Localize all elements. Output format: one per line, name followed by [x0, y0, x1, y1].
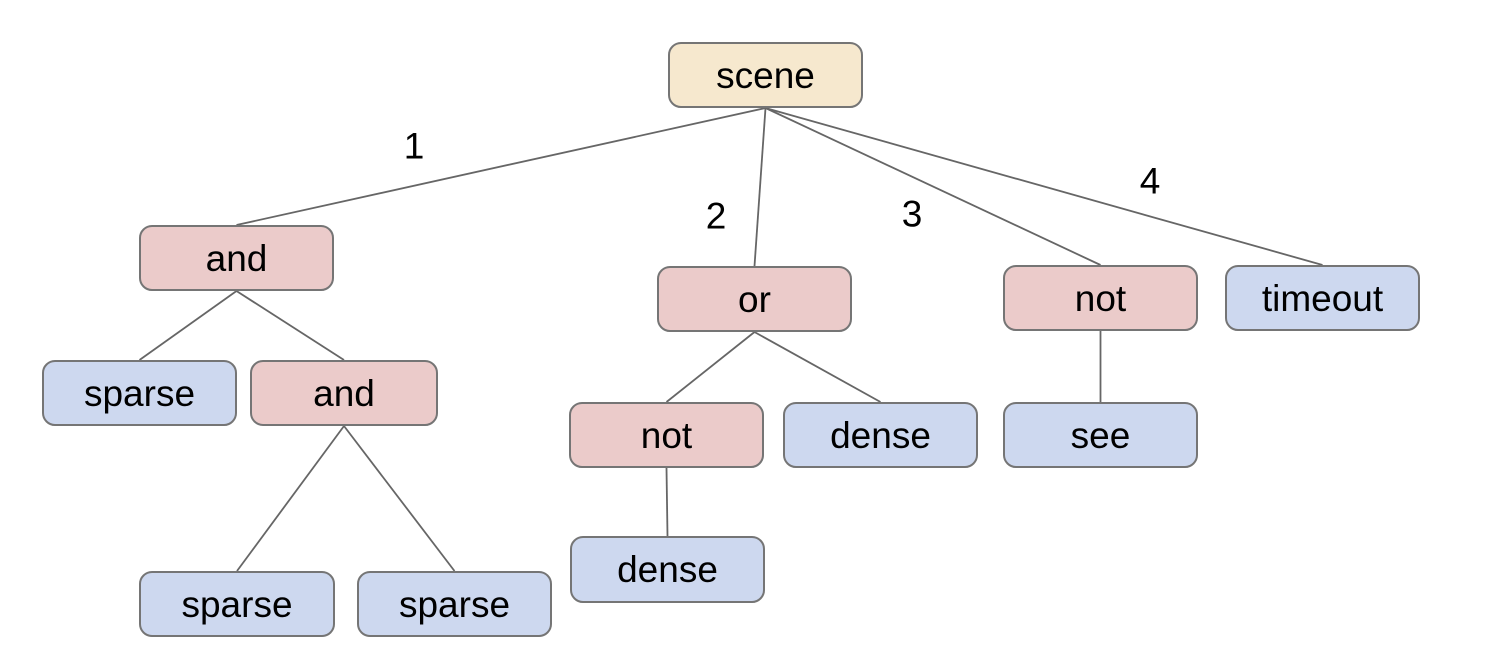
- edge-and2-sparse3: [343, 425, 456, 572]
- edge-label-3: 3: [901, 193, 923, 235]
- node-dense2: dense: [570, 536, 765, 603]
- node-timeout: timeout: [1225, 265, 1420, 331]
- node-and1: and: [139, 225, 334, 291]
- node-and2: and: [250, 360, 438, 426]
- node-scene: scene: [668, 42, 863, 108]
- edge-and2-sparse2: [236, 425, 345, 572]
- edge-label-1: 1: [403, 125, 425, 167]
- edge-label-4: 4: [1139, 160, 1161, 202]
- node-not1: not: [1003, 265, 1198, 331]
- edge-or1-dense1: [754, 331, 881, 403]
- edge-and1-and2: [236, 290, 345, 361]
- edge-scene-or1: [753, 107, 767, 267]
- node-dense1: dense: [783, 402, 978, 468]
- edge-scene-not1: [765, 107, 1101, 266]
- edge-or1-not2: [665, 331, 756, 403]
- node-not2: not: [569, 402, 764, 468]
- edge-label-2: 2: [705, 195, 727, 237]
- node-or1: or: [657, 266, 852, 332]
- node-sparse3: sparse: [357, 571, 552, 637]
- edge-scene-and1: [236, 107, 766, 226]
- edge-and1-sparse1: [138, 290, 238, 361]
- edge-scene-timeout: [765, 107, 1323, 266]
- node-sparse1: sparse: [42, 360, 237, 426]
- node-sparse2: sparse: [139, 571, 335, 637]
- edge-not2-dense2: [665, 467, 669, 537]
- node-see: see: [1003, 402, 1198, 468]
